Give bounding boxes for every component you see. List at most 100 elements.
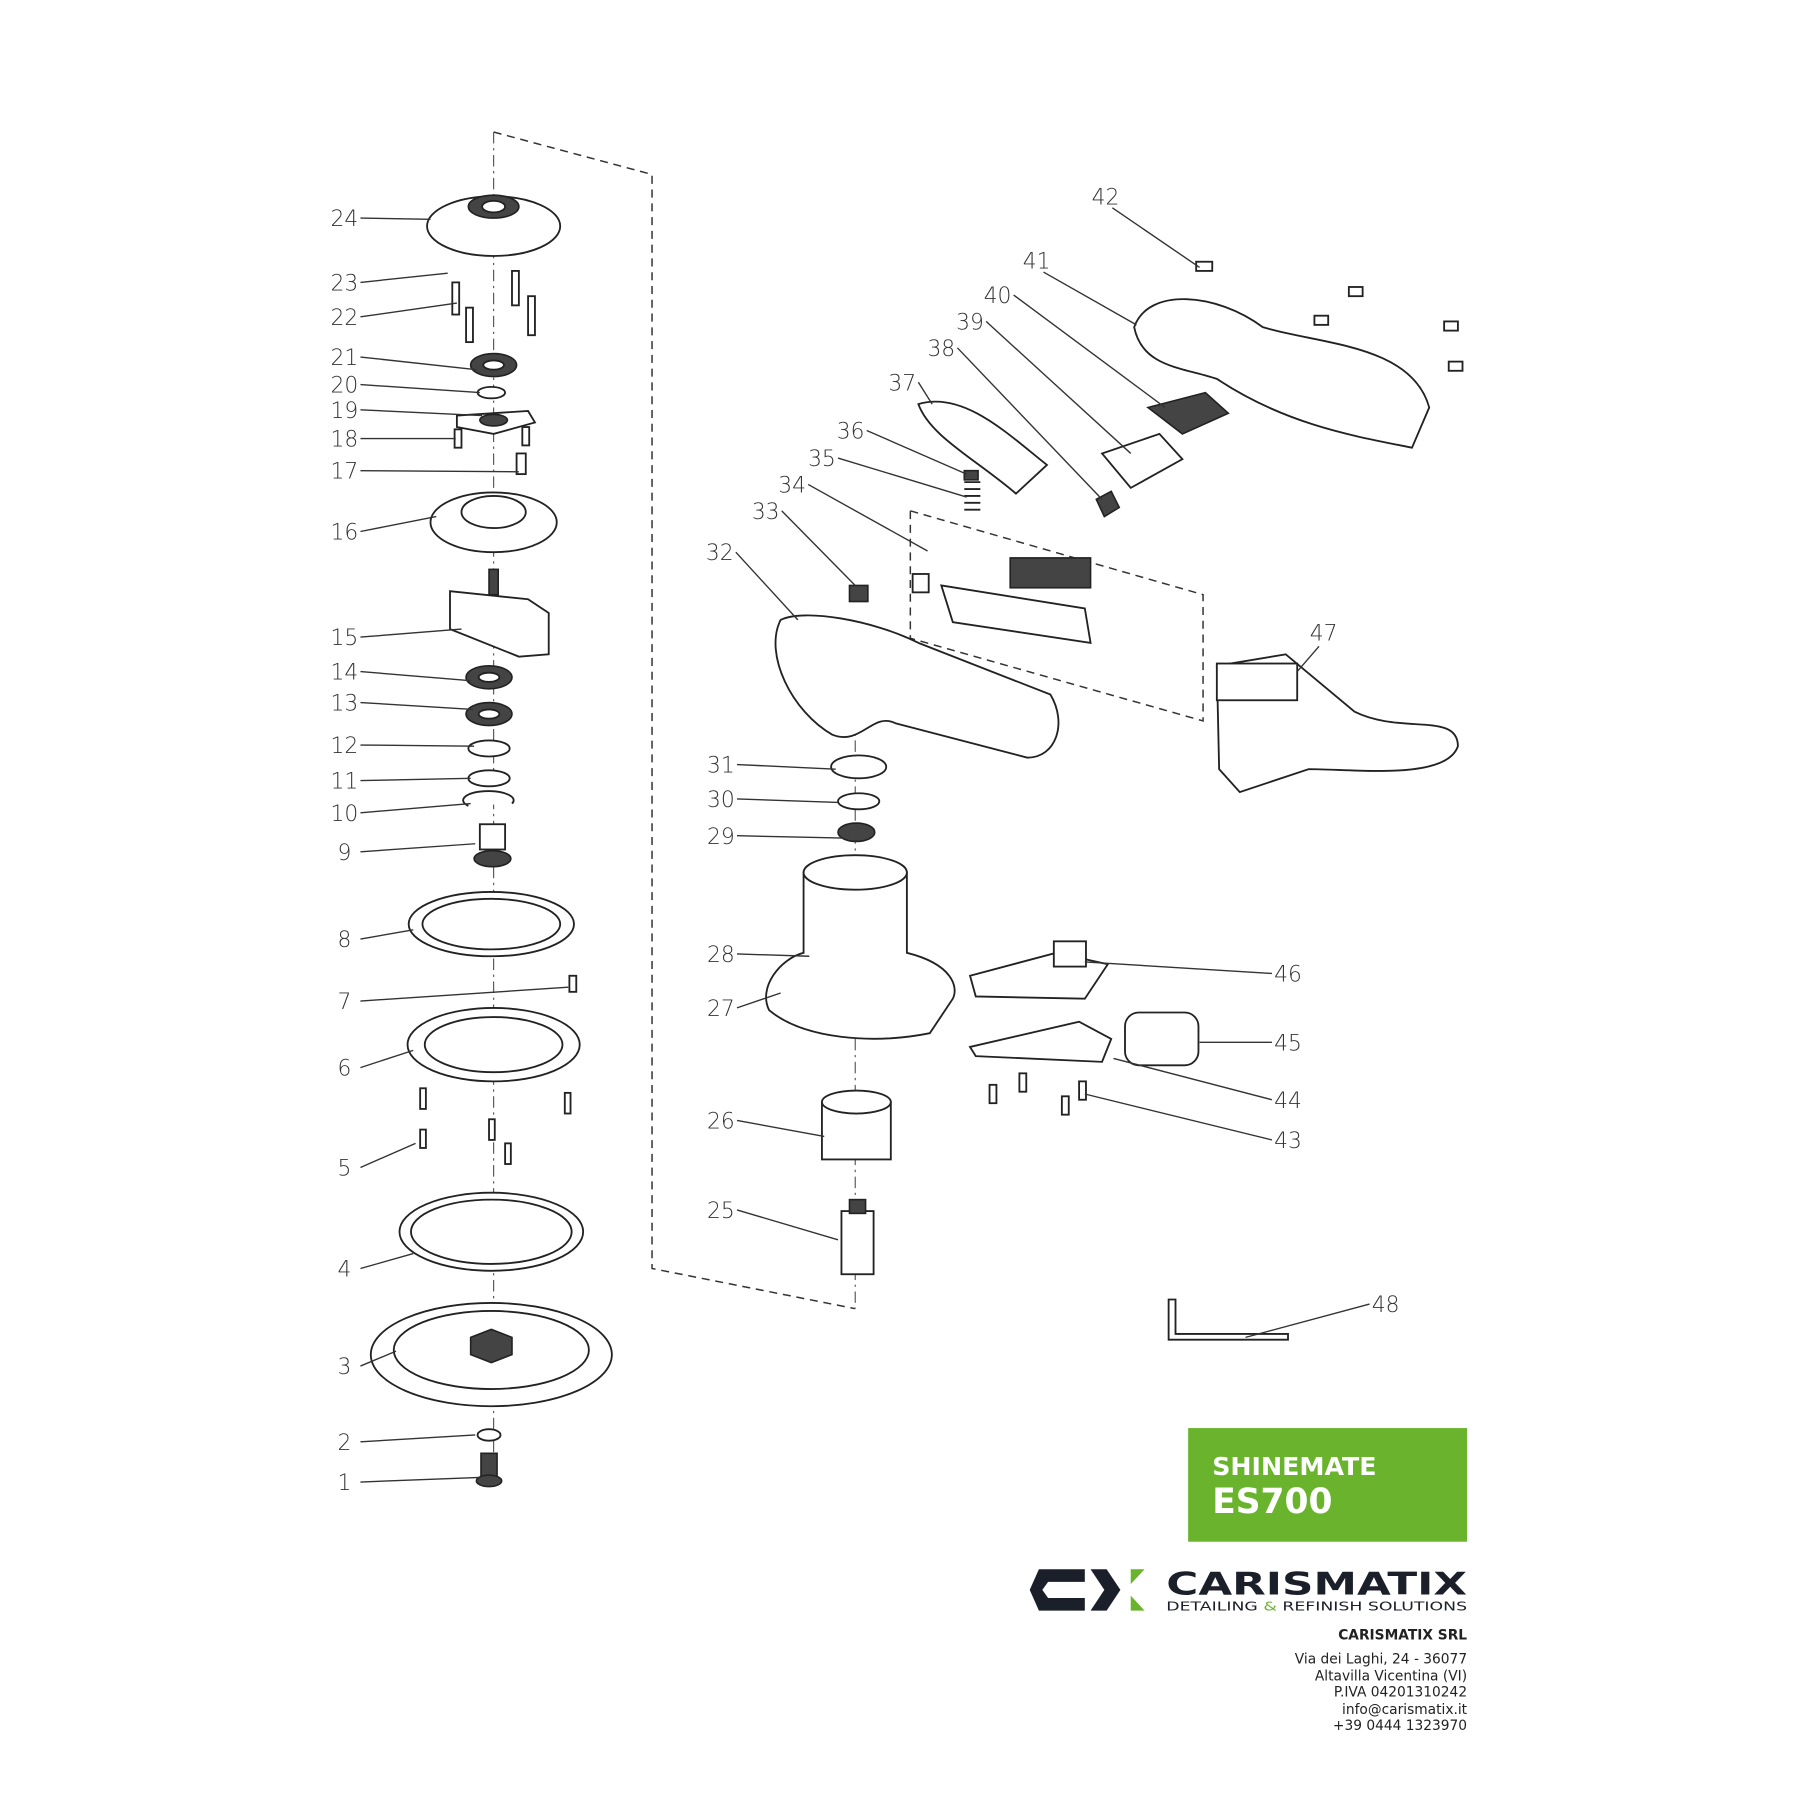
- part-label-32: 32: [706, 541, 734, 566]
- leader-line-23: [360, 272, 448, 284]
- part-label-35: 35: [808, 447, 836, 472]
- part-label-5: 5: [337, 1157, 351, 1182]
- logo-name: CARISMATIX: [1166, 1567, 1467, 1603]
- carismatix-logo: CARISMATIX DETAILING & REFINISH SOLUTION…: [1029, 1567, 1467, 1614]
- leader-line-27: [736, 992, 781, 1009]
- company-email[interactable]: info@carismatix.it: [1342, 1702, 1468, 1718]
- part-label-13: 13: [331, 692, 359, 717]
- part-label-11: 11: [331, 770, 359, 795]
- part-label-46: 46: [1274, 963, 1302, 988]
- part-label-22: 22: [331, 306, 359, 331]
- leader-line-25: [736, 1209, 839, 1241]
- part-label-8: 8: [337, 928, 351, 953]
- right-column-parts: [765, 260, 1464, 1341]
- part-label-39: 39: [956, 310, 984, 335]
- leader-line-5: [360, 1142, 416, 1169]
- leader-line-34: [807, 483, 928, 552]
- part-label-27: 27: [707, 997, 735, 1022]
- part-label-36: 36: [837, 420, 865, 445]
- leader-line-41: [1043, 271, 1137, 326]
- part-label-23: 23: [331, 271, 359, 296]
- part-label-28: 28: [707, 943, 735, 968]
- part-label-7: 7: [337, 990, 351, 1015]
- leader-line-37: [917, 381, 933, 405]
- electronics-dashed-box: [909, 509, 1204, 722]
- part-label-40: 40: [984, 284, 1012, 309]
- leader-line-48: [1245, 1303, 1370, 1339]
- leader-line-47: [1296, 645, 1320, 673]
- logo-chevron-mark: [1090, 1569, 1121, 1611]
- part-label-3: 3: [337, 1355, 351, 1380]
- part-label-47: 47: [1310, 622, 1338, 647]
- part-label-15: 15: [331, 626, 359, 651]
- leader-line-4: [360, 1252, 414, 1270]
- part-label-44: 44: [1274, 1089, 1302, 1114]
- leader-line-40: [1013, 294, 1166, 409]
- leader-line-15: [360, 628, 462, 638]
- leader-line-39: [985, 320, 1132, 454]
- logo-c-mark: [1029, 1569, 1085, 1611]
- leader-line-42: [1111, 207, 1201, 269]
- leader-line-17: [360, 469, 519, 473]
- left-stack-parts: [369, 194, 613, 1488]
- part-label-29: 29: [707, 825, 735, 850]
- part-label-31: 31: [707, 754, 735, 779]
- company-address-line1: Via dei Laghi, 24 - 36077: [1295, 1651, 1467, 1667]
- product-title-block: [1188, 1428, 1468, 1542]
- company-address-line2: Altavilla Vicentina (VI): [1315, 1669, 1467, 1685]
- leader-line-16: [360, 515, 437, 533]
- leader-line-46: [1084, 961, 1272, 975]
- product-brand: SHINEMATE: [1212, 1452, 1376, 1481]
- part-label-45: 45: [1274, 1031, 1302, 1056]
- leader-line-14: [360, 670, 471, 682]
- leader-line-33: [781, 510, 856, 586]
- leader-line-20: [360, 383, 480, 394]
- part-label-48: 48: [1372, 1293, 1400, 1318]
- part-label-34: 34: [778, 473, 806, 498]
- leader-line-26: [736, 1119, 825, 1138]
- part-label-26: 26: [707, 1109, 735, 1134]
- leader-line-8: [360, 929, 414, 940]
- leader-line-6: [360, 1049, 414, 1069]
- part-label-24: 24: [331, 207, 359, 232]
- leader-line-19: [360, 409, 483, 417]
- leader-line-43: [1084, 1093, 1273, 1141]
- leader-line-30: [736, 798, 839, 804]
- part-label-6: 6: [337, 1057, 351, 1082]
- part-label-20: 20: [331, 374, 359, 399]
- part-label-18: 18: [331, 428, 359, 453]
- company-name: CARISMATIX SRL: [1338, 1627, 1467, 1643]
- leader-line-22: [360, 302, 457, 318]
- part-label-16: 16: [331, 521, 359, 546]
- leader-line-10: [360, 802, 471, 814]
- leader-line-21: [360, 356, 477, 371]
- leader-line-38: [956, 347, 1103, 500]
- part-labels: 1234567891011121314151617181920212223242…: [331, 185, 1400, 1496]
- leader-line-24: [360, 217, 431, 220]
- part-label-12: 12: [331, 734, 359, 759]
- part-label-2: 2: [337, 1431, 351, 1456]
- leader-line-2: [360, 1434, 476, 1443]
- part-label-25: 25: [707, 1199, 735, 1224]
- part-label-10: 10: [331, 802, 359, 827]
- leader-line-11: [360, 777, 471, 782]
- leader-line-13: [360, 701, 474, 711]
- leader-line-3: [360, 1350, 397, 1367]
- part-label-43: 43: [1274, 1129, 1302, 1154]
- part-label-19: 19: [331, 399, 359, 424]
- leader-line-12: [360, 744, 475, 747]
- leader-line-29: [736, 835, 844, 839]
- part-label-38: 38: [927, 337, 955, 362]
- leader-line-28: [736, 953, 810, 957]
- leader-line-31: [736, 763, 836, 770]
- part-label-4: 4: [337, 1258, 351, 1283]
- leader-line-9: [360, 843, 476, 853]
- product-model: ES700: [1212, 1482, 1332, 1522]
- part-label-17: 17: [331, 460, 359, 485]
- part-label-37: 37: [888, 371, 916, 396]
- part-label-30: 30: [707, 788, 735, 813]
- part-label-21: 21: [331, 346, 359, 371]
- part-label-1: 1: [337, 1471, 351, 1496]
- part-label-42: 42: [1092, 185, 1120, 210]
